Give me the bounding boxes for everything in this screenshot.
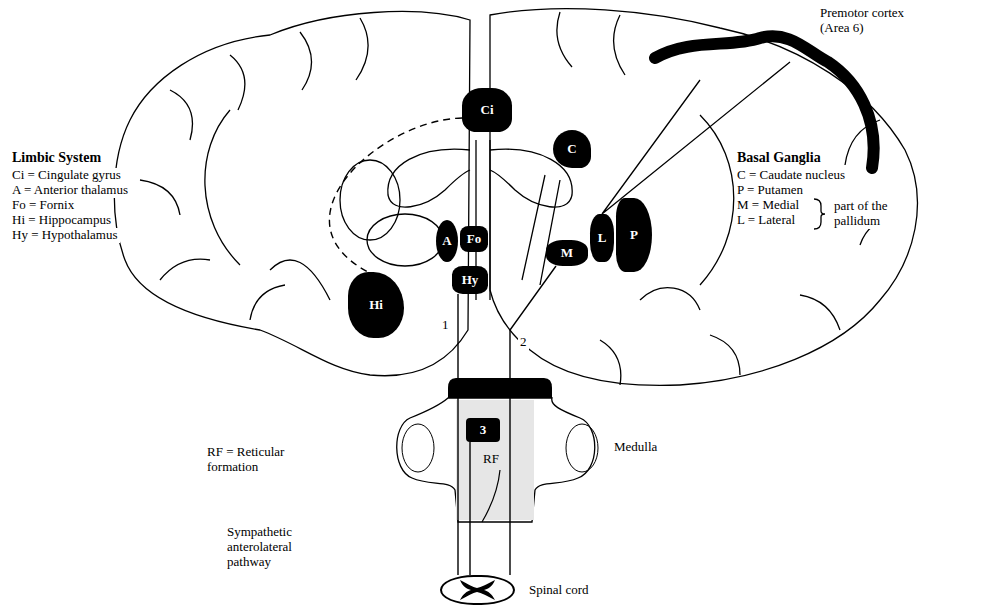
medulla-body xyxy=(397,398,595,522)
anterior-thalamus: A xyxy=(436,220,458,262)
fornix: Fo xyxy=(460,226,488,252)
legend-heading: Limbic System xyxy=(10,150,103,166)
insula-line xyxy=(700,115,734,285)
label-text: Medulla xyxy=(612,440,659,455)
label-text: Premotor cortex (Area 6) xyxy=(818,6,922,36)
pathway-line xyxy=(469,442,470,575)
pathway-line xyxy=(457,294,458,575)
pathway-line xyxy=(510,266,556,575)
label-text: C = Caudate nucleus xyxy=(735,168,847,183)
node-label: Spinal cord xyxy=(527,582,591,598)
left-hemisphere xyxy=(114,12,470,376)
structure-letter: L xyxy=(598,231,607,245)
caudate-nucleus: C xyxy=(553,130,591,168)
putamen: P xyxy=(616,198,652,272)
structure-letter: Fo xyxy=(467,232,481,246)
label-text: A = Anterior thalamus xyxy=(10,183,130,198)
label-text: Ci = Cingulate gyrus xyxy=(10,168,123,183)
medulla-core xyxy=(456,400,534,520)
legend-heading: Basal Ganglia xyxy=(735,150,823,166)
label-text: Sympathetic anterolateral pathway xyxy=(225,525,329,570)
gyri xyxy=(140,18,368,320)
structure-letter: Hi xyxy=(369,298,383,312)
medial-pallidum: M xyxy=(546,240,588,266)
structure-letter: P xyxy=(630,228,638,242)
label-text: Fo = Fornix xyxy=(10,198,76,213)
medulla-top xyxy=(448,378,552,398)
right-hemisphere xyxy=(490,9,917,386)
spinal-grey-matter xyxy=(442,577,513,603)
grey-matter xyxy=(460,580,495,600)
label-text: M = Medial xyxy=(735,198,801,213)
premotor-cortex xyxy=(655,36,874,168)
label-text: RF = Reticular formation xyxy=(205,445,309,475)
insula-line xyxy=(205,110,240,265)
structure-letter: C xyxy=(567,142,576,156)
structure-letter: Ci xyxy=(481,103,494,117)
structure-letter: Hy xyxy=(462,273,479,287)
label-text: RF xyxy=(481,452,501,467)
label-text: Hi = Hippocampus xyxy=(10,213,113,228)
hippocampus: Hi xyxy=(348,272,404,338)
label-text: L = Lateral xyxy=(735,213,797,228)
pathway-number: 1 xyxy=(440,318,451,333)
brace xyxy=(814,199,825,229)
thalamus-outline xyxy=(367,214,443,266)
label-text: Hy = Hypothalamus xyxy=(10,228,120,243)
limbic-circuit-line xyxy=(329,118,462,272)
structure-letter: M xyxy=(561,246,573,260)
olive xyxy=(402,424,434,472)
cingulate-gyrus: Ci xyxy=(462,88,512,132)
label-text: P = Putamen xyxy=(735,183,805,198)
structure-letter: 3 xyxy=(480,423,487,437)
lateral-pallidum: L xyxy=(590,214,614,262)
olive xyxy=(566,424,598,472)
pathway-number: 2 xyxy=(518,335,529,350)
thalamus-outline xyxy=(340,160,400,240)
structure-letter: A xyxy=(442,234,451,248)
reticular-fibre xyxy=(482,470,500,522)
label-text: part of the pallidum xyxy=(832,199,908,229)
spinal-cord: Spinal cord xyxy=(440,575,515,605)
medulla-nucleus: 3 xyxy=(466,418,500,442)
hypothalamus: Hy xyxy=(452,266,488,294)
